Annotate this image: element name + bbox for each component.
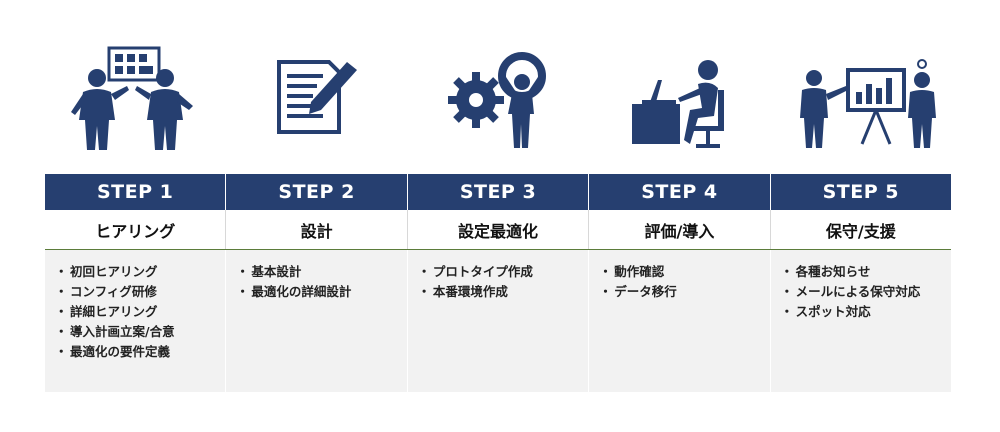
step-1-details: 初回ヒアリング コンフィグ研修 詳細ヒアリング 導入計画立案/合意 最適化の要件…: [45, 250, 227, 392]
step-details-row: 初回ヒアリング コンフィグ研修 詳細ヒアリング 導入計画立案/合意 最適化の要件…: [45, 250, 951, 392]
step-3-details: プロトタイプ作成 本番環境作成: [408, 250, 590, 392]
step-3-label: STEP 3: [408, 174, 590, 210]
step-1-label: STEP 1: [45, 174, 227, 210]
step-title-row: ヒアリング 設計 設定最適化 評価/導入 保守/支援: [45, 210, 951, 250]
list-item: 初回ヒアリング: [55, 262, 225, 282]
gears-person-icon: [440, 40, 560, 160]
step-header-row: STEP 1 STEP 2 STEP 3 STEP 4 STEP 5: [45, 174, 951, 210]
step-1-title: ヒアリング: [45, 210, 227, 249]
document-pencil-icon: [267, 40, 367, 160]
step-3-title: 設定最適化: [408, 210, 590, 249]
step-2-details: 基本設計 最適化の詳細設計: [226, 250, 408, 392]
steps-table: STEP 1 STEP 2 STEP 3 STEP 4 STEP 5 ヒアリング…: [45, 174, 951, 392]
list-item: スポット対応: [781, 302, 951, 322]
step-2-label: STEP 2: [226, 174, 408, 210]
list-item: プロトタイプ作成: [418, 262, 588, 282]
step-4-details: 動作確認 データ移行: [589, 250, 771, 392]
step-icons: [45, 40, 951, 160]
list-item: 動作確認: [599, 262, 769, 282]
list-item: 最適化の要件定義: [55, 342, 225, 362]
list-item: コンフィグ研修: [55, 282, 225, 302]
list-item: 導入計画立案/合意: [55, 322, 225, 342]
list-item: 本番環境作成: [418, 282, 588, 302]
step-4-label: STEP 4: [589, 174, 771, 210]
list-item: 基本設計: [236, 262, 406, 282]
meeting-people-icon: [65, 40, 205, 160]
list-item: データ移行: [599, 282, 769, 302]
list-item: 詳細ヒアリング: [55, 302, 225, 322]
presentation-icon: [790, 40, 940, 160]
list-item: 各種お知らせ: [781, 262, 951, 282]
step-5-details: 各種お知らせ メールによる保守対応 スポット対応: [771, 250, 951, 392]
list-item: メールによる保守対応: [781, 282, 951, 302]
step-5-title: 保守/支援: [825, 221, 896, 241]
step-4-title: 評価/導入: [589, 210, 771, 249]
desk-worker-icon: [628, 40, 738, 160]
list-item: 最適化の詳細設計: [236, 282, 406, 302]
step-2-title: 設計: [226, 210, 408, 249]
step-5-label: STEP 5: [822, 181, 900, 203]
